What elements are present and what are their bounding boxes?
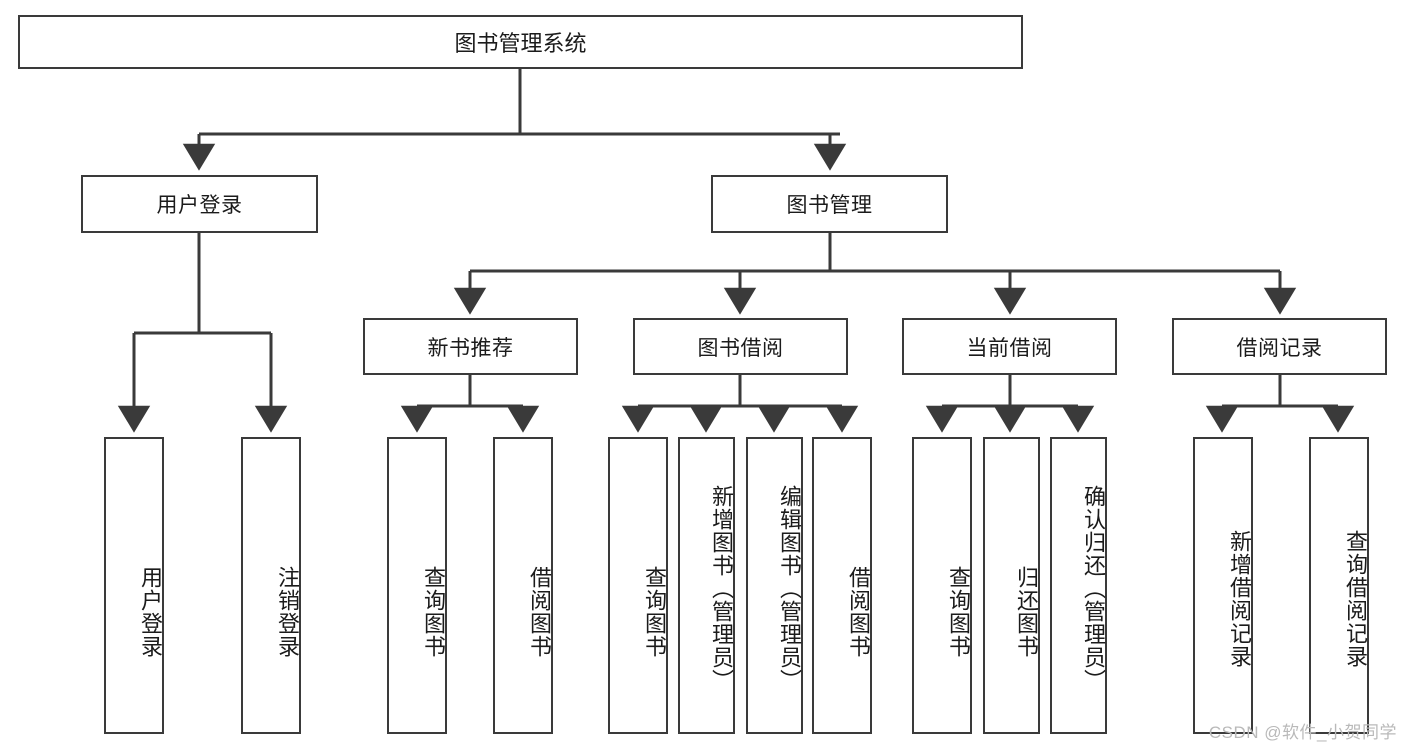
- node-root[interactable]: 图书管理系统: [18, 15, 1023, 69]
- leaf-label: 归还图书: [1014, 565, 1039, 658]
- leaf-label: 确认归还（管理员）: [1081, 485, 1106, 692]
- leaf-borrow-add-book[interactable]: 新增图书（管理员）: [678, 437, 735, 734]
- leaf-label: 查询图书: [946, 565, 971, 658]
- leaf-label: 用户登录: [138, 565, 163, 658]
- leaf-label: 查询图书: [421, 565, 446, 658]
- node-book-management[interactable]: 图书管理: [711, 175, 948, 233]
- node-borrow-records[interactable]: 借阅记录: [1172, 318, 1387, 375]
- leaf-label: 借阅图书: [527, 565, 552, 658]
- node-borrow-records-label: 借阅记录: [1236, 336, 1323, 360]
- leaf-records-add-record[interactable]: 新增借阅记录: [1193, 437, 1253, 734]
- node-new-book-recommend[interactable]: 新书推荐: [363, 318, 578, 375]
- leaf-current-query-book[interactable]: 查询图书: [912, 437, 972, 734]
- leaf-user-login-login[interactable]: 用户登录: [104, 437, 164, 734]
- leaf-newbook-borrow-book[interactable]: 借阅图书: [493, 437, 553, 734]
- leaf-records-query-record[interactable]: 查询借阅记录: [1309, 437, 1369, 734]
- leaf-label: 新增图书（管理员）: [709, 485, 734, 692]
- node-new-book-recommend-label: 新书推荐: [427, 336, 514, 360]
- leaf-borrow-borrow-book[interactable]: 借阅图书: [812, 437, 872, 734]
- node-current-borrow[interactable]: 当前借阅: [902, 318, 1117, 375]
- leaf-current-confirm-return[interactable]: 确认归还（管理员）: [1050, 437, 1107, 734]
- node-root-label: 图书管理系统: [454, 31, 587, 56]
- leaf-label: 借阅图书: [846, 565, 871, 658]
- leaf-label: 查询借阅记录: [1343, 529, 1368, 668]
- leaf-current-return-book[interactable]: 归还图书: [983, 437, 1040, 734]
- leaf-label: 查询图书: [642, 565, 667, 658]
- node-user-login[interactable]: 用户登录: [81, 175, 318, 233]
- node-current-borrow-label: 当前借阅: [966, 336, 1053, 360]
- watermark: CSDN @软件_小贺同学: [1208, 723, 1397, 742]
- leaf-label: 新增借阅记录: [1227, 529, 1252, 668]
- node-book-borrow[interactable]: 图书借阅: [633, 318, 848, 375]
- leaf-user-login-logout[interactable]: 注销登录: [241, 437, 301, 734]
- node-book-borrow-label: 图书借阅: [697, 336, 784, 360]
- leaf-label: 编辑图书（管理员）: [777, 485, 802, 692]
- node-user-login-label: 用户登录: [156, 194, 243, 217]
- leaf-borrow-query-book[interactable]: 查询图书: [608, 437, 668, 734]
- leaf-newbook-query-book[interactable]: 查询图书: [387, 437, 447, 734]
- leaf-label: 注销登录: [275, 565, 300, 658]
- leaf-borrow-edit-book[interactable]: 编辑图书（管理员）: [746, 437, 803, 734]
- node-book-management-label: 图书管理: [786, 194, 873, 217]
